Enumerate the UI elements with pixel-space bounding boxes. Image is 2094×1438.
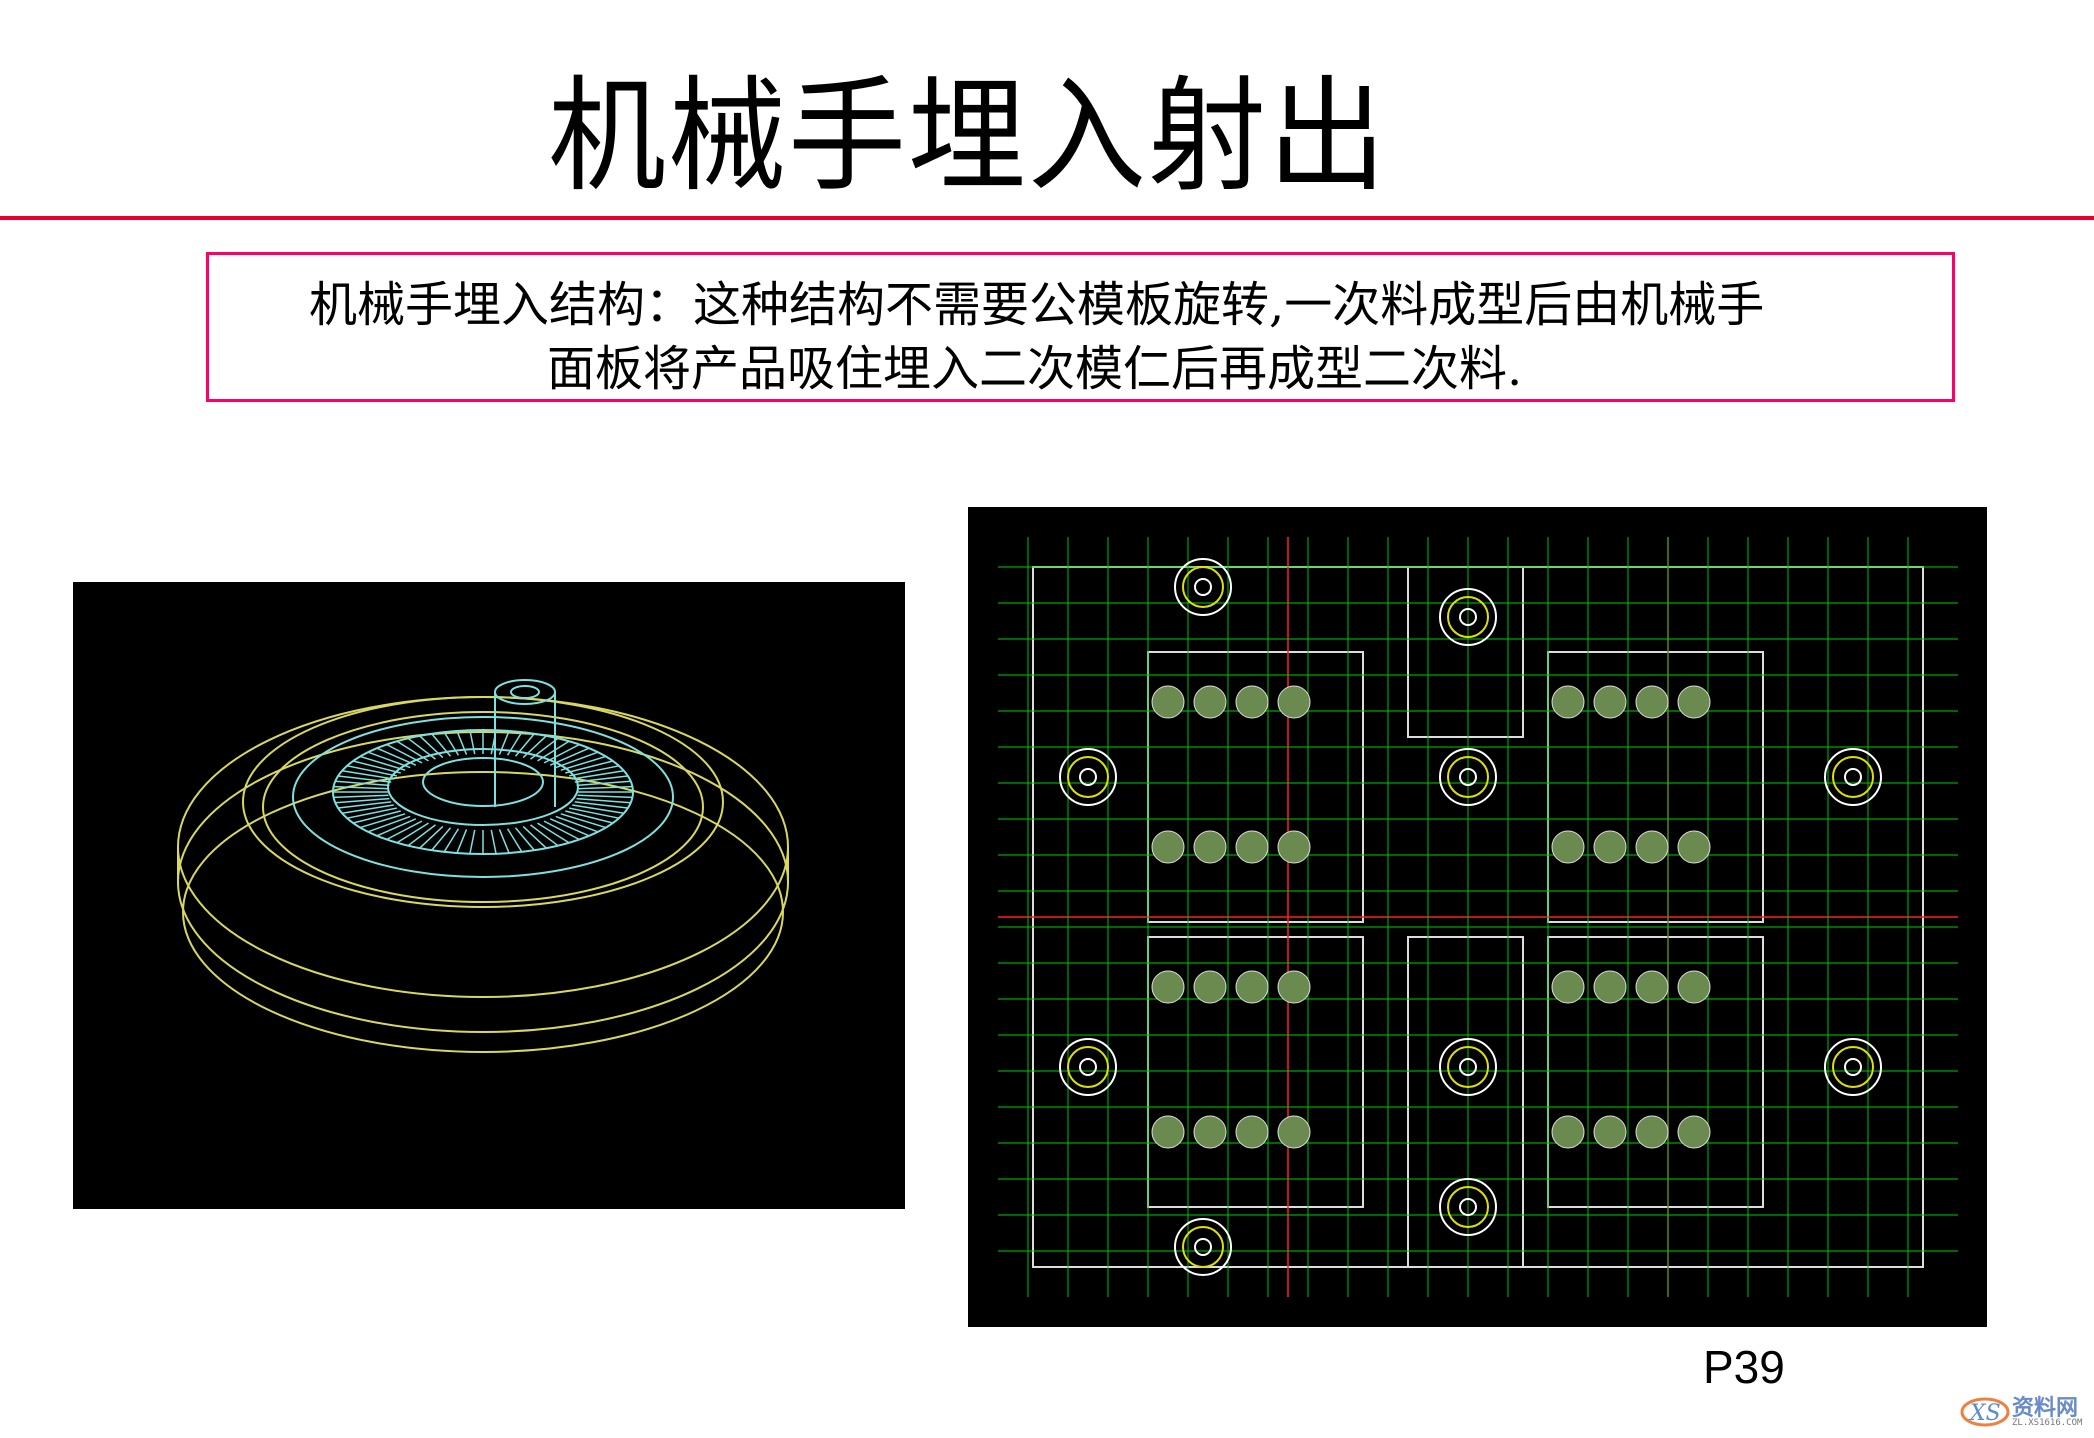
- slide-title: 机械手埋入射出: [548, 63, 1389, 209]
- watermark-logo: XS 资料网 ZL.XS1616.COM: [1960, 1390, 2090, 1434]
- svg-text:XS: XS: [1968, 1401, 2001, 1426]
- watermark-url: ZL.XS1616.COM: [2012, 1418, 2083, 1428]
- description-line-2: 面板将产品吸住埋入二次模仁后再成型二次料.: [547, 341, 1523, 397]
- part-wireframe-image: [73, 582, 905, 1209]
- description-box: 机械手埋入结构：这种结构不需要公模板旋转,一次料成型后由机械手 面板将产品吸住埋…: [206, 252, 1955, 402]
- page-number: P39: [1703, 1341, 1785, 1393]
- title-divider: [0, 216, 2094, 220]
- watermark-brand: 资料网: [2012, 1396, 2079, 1421]
- description-line-1: 机械手埋入结构：这种结构不需要公模板旋转,一次料成型后由机械手: [309, 277, 1765, 333]
- cad-mold-drawing: [968, 507, 1987, 1327]
